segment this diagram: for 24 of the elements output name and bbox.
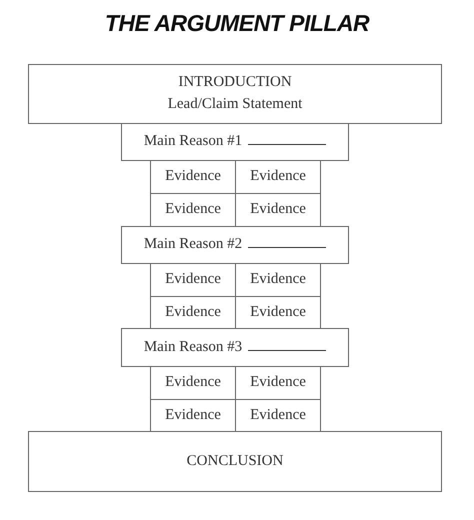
box-label: Evidence [250, 302, 306, 322]
box-label: Main Reason #2 [144, 235, 242, 254]
box-label: Evidence [250, 373, 306, 392]
box-label: Main Reason #3 [144, 338, 242, 357]
box-label: Evidence [250, 270, 306, 290]
conclusion-box [28, 431, 442, 492]
box-label: Evidence [165, 167, 221, 186]
introduction-box [28, 64, 442, 124]
box-subtitle: Lead/Claim Statement [168, 95, 302, 114]
title: THE ARGUMENT PILLAR [104, 10, 370, 37]
box-label: Evidence [165, 373, 221, 392]
box-label: Main Reason #1 [144, 132, 242, 152]
main-reason-box [121, 328, 349, 367]
box-label: Evidence [250, 200, 306, 220]
main-reason-box [121, 226, 349, 264]
box-label: CONCLUSION [186, 452, 284, 471]
box-label: Evidence [250, 167, 306, 186]
box-label: Evidence [165, 200, 221, 220]
box-label: INTRODUCTION [178, 73, 292, 92]
box-label: Evidence [165, 406, 221, 425]
box-label: Evidence [165, 302, 221, 322]
box-label: Evidence [165, 270, 221, 290]
main-reason-box [121, 123, 349, 161]
box-label: Evidence [250, 406, 306, 425]
